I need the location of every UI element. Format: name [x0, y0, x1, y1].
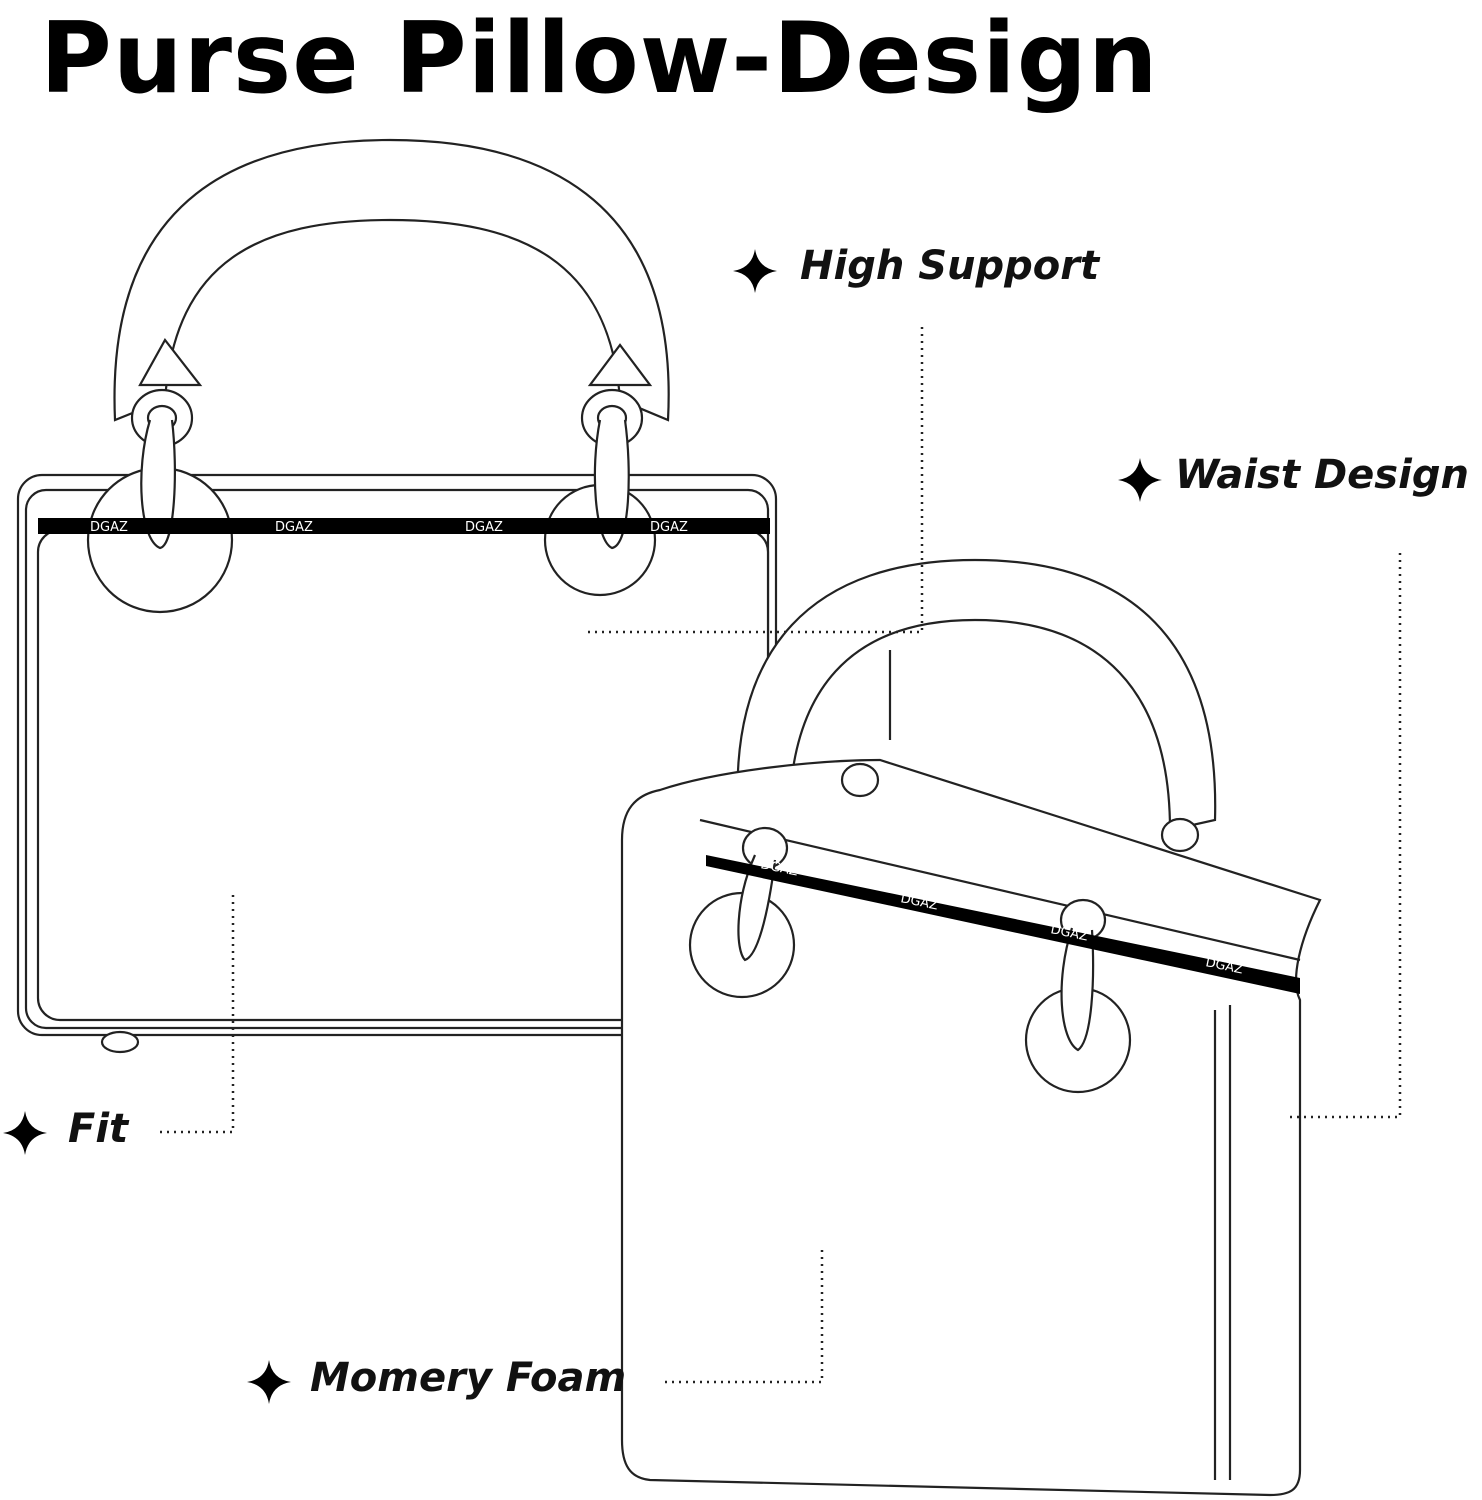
feature-label-momery-foam: Momery Foam [310, 1355, 627, 1401]
leader-momery-foam [665, 1250, 824, 1384]
four-point-star-icon [1118, 458, 1162, 502]
page-title: Purse Pillow-Design [40, 2, 1159, 116]
leader-waist-design [1290, 550, 1402, 1119]
four-point-star-icon [3, 1111, 47, 1155]
leader-high-support [588, 322, 924, 634]
left-bag-drawing [16, 138, 778, 1054]
feature-label-waist-design: Waist Design [1175, 452, 1469, 498]
band-logo-text: DGAZ [1204, 955, 1244, 977]
four-point-star-icon [247, 1360, 291, 1404]
band-logo-text: DGAZ [759, 857, 799, 879]
four-point-star-icon [733, 249, 777, 293]
band-logo-text: DGAZ [1049, 922, 1089, 944]
band-logo-text: DGAZ [650, 520, 688, 535]
band-logo-text: DGAZ [90, 520, 128, 535]
dgaz-band-left: DGAZ DGAZ DGAZ DGAZ [38, 518, 770, 535]
feature-label-fit: Fit [68, 1106, 129, 1152]
right-bag-drawing [620, 558, 1322, 1497]
band-logo-text: DGAZ [465, 520, 503, 535]
feature-label-high-support: High Support [800, 243, 1100, 289]
band-logo-text: DGAZ [275, 520, 313, 535]
band-logo-text: DGAZ [899, 891, 939, 913]
dgaz-band-right: DGAZ DGAZ DGAZ DGAZ [706, 855, 1300, 994]
